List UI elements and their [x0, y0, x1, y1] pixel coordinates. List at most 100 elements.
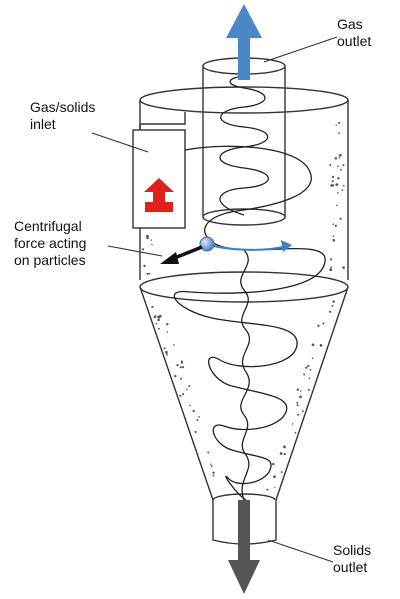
dust-dot [158, 316, 161, 319]
vortex-spiral [173, 75, 326, 501]
dust-dot [179, 394, 182, 397]
dust-dot [335, 124, 338, 127]
dust-dot [329, 164, 332, 166]
dust-dot [331, 304, 334, 307]
dust-dot [311, 357, 314, 360]
dust-dot [307, 388, 310, 391]
dust-dot [181, 366, 185, 369]
rotation-arrowhead [281, 240, 292, 252]
dust-dot [209, 463, 212, 466]
black-arrow-icon [160, 252, 179, 264]
dust-dot [166, 331, 168, 333]
dust-dot [188, 385, 191, 387]
dust-dot [305, 366, 308, 369]
dust-dot [196, 419, 199, 421]
dust-dot [296, 401, 299, 404]
dust-dot [330, 266, 332, 269]
dust-dot [301, 410, 304, 413]
dust-dot [308, 377, 311, 380]
dust-dot [153, 316, 156, 319]
dust-dot [334, 157, 338, 160]
dust-dot [296, 388, 299, 391]
dust-dot [332, 223, 335, 226]
dust-dot [157, 327, 160, 330]
dust-dot [166, 322, 169, 326]
dust-dot [266, 488, 269, 491]
dust-dot [336, 165, 339, 168]
dust-dot [329, 268, 333, 272]
dust-dot [182, 393, 185, 396]
dust-dot [309, 368, 312, 371]
dust-dot [174, 374, 177, 378]
dust-dot [207, 451, 210, 454]
dust-dot [307, 364, 310, 368]
force-label-line3: on particles [14, 252, 86, 268]
dust-dot [180, 361, 183, 364]
dust-dot [339, 168, 342, 171]
dust-dot [299, 395, 302, 399]
dust-dot [143, 264, 146, 268]
dust-dot [163, 347, 166, 350]
dust-dot [173, 344, 175, 346]
dust-dot [299, 390, 302, 392]
dust-dot [272, 462, 275, 466]
dust-dot [297, 413, 299, 416]
dust-dot [296, 404, 299, 407]
dust-dot [334, 224, 337, 227]
gas-outlet-pipe [202, 57, 286, 226]
dust-dot [319, 344, 323, 347]
dust-dot [322, 322, 325, 325]
solids-outlet-label-line2: outlet [333, 559, 368, 575]
dust-dot [332, 239, 336, 242]
dust-dot [212, 474, 215, 477]
dust-dot [279, 452, 283, 455]
dust-dot [283, 445, 286, 449]
dust-dot [273, 475, 276, 479]
dust-dot [303, 373, 306, 376]
dust-dot [338, 132, 340, 134]
dust-dot [212, 471, 215, 474]
dust-dot [329, 310, 332, 313]
gas-outlet-label: Gas outlet [337, 16, 371, 50]
dust-dot [148, 272, 151, 275]
dust-dot [294, 432, 297, 434]
dust-dot [151, 305, 154, 309]
dust-dot [311, 343, 315, 347]
dust-dot [179, 366, 182, 369]
gas-outlet-label-line1: Gas [337, 16, 363, 32]
dust-dot [336, 191, 339, 194]
force-label-line1: Centrifugal [14, 218, 82, 234]
force-label-line2: force acting [14, 235, 87, 251]
dust-dot [210, 465, 213, 467]
dust-dot [339, 217, 342, 220]
dust-dot [146, 236, 149, 240]
dust-dot [283, 452, 286, 456]
dust-dot [341, 189, 344, 191]
dust-dot [336, 204, 338, 207]
dust-dot [331, 180, 334, 183]
dust-dot [338, 156, 341, 159]
dust-dot [141, 248, 145, 251]
dust-dot [280, 471, 283, 474]
dust-dot [338, 153, 342, 157]
centrifugal-force-label: Centrifugal force acting on particles [14, 218, 86, 269]
dust-dot [317, 324, 320, 327]
dust-dot [337, 177, 340, 180]
dust-dot [332, 235, 335, 238]
leader-lines [91, 36, 338, 563]
dust-dot [157, 318, 160, 322]
dust-dot [274, 486, 276, 489]
dust-dot [194, 430, 197, 434]
dust-dot [342, 164, 345, 167]
dust-dot [151, 243, 153, 246]
dust-dot [335, 183, 338, 186]
inlet-label-line2: inlet [30, 116, 56, 132]
dust-dot [166, 353, 168, 356]
solids-outlet-label: Solids outlet [333, 542, 371, 576]
inlet-label-line1: Gas/solids [30, 99, 96, 115]
dust-dot [186, 388, 188, 391]
dust-dot [332, 300, 335, 303]
dust-dot [342, 184, 345, 187]
dust-dot [192, 409, 195, 413]
